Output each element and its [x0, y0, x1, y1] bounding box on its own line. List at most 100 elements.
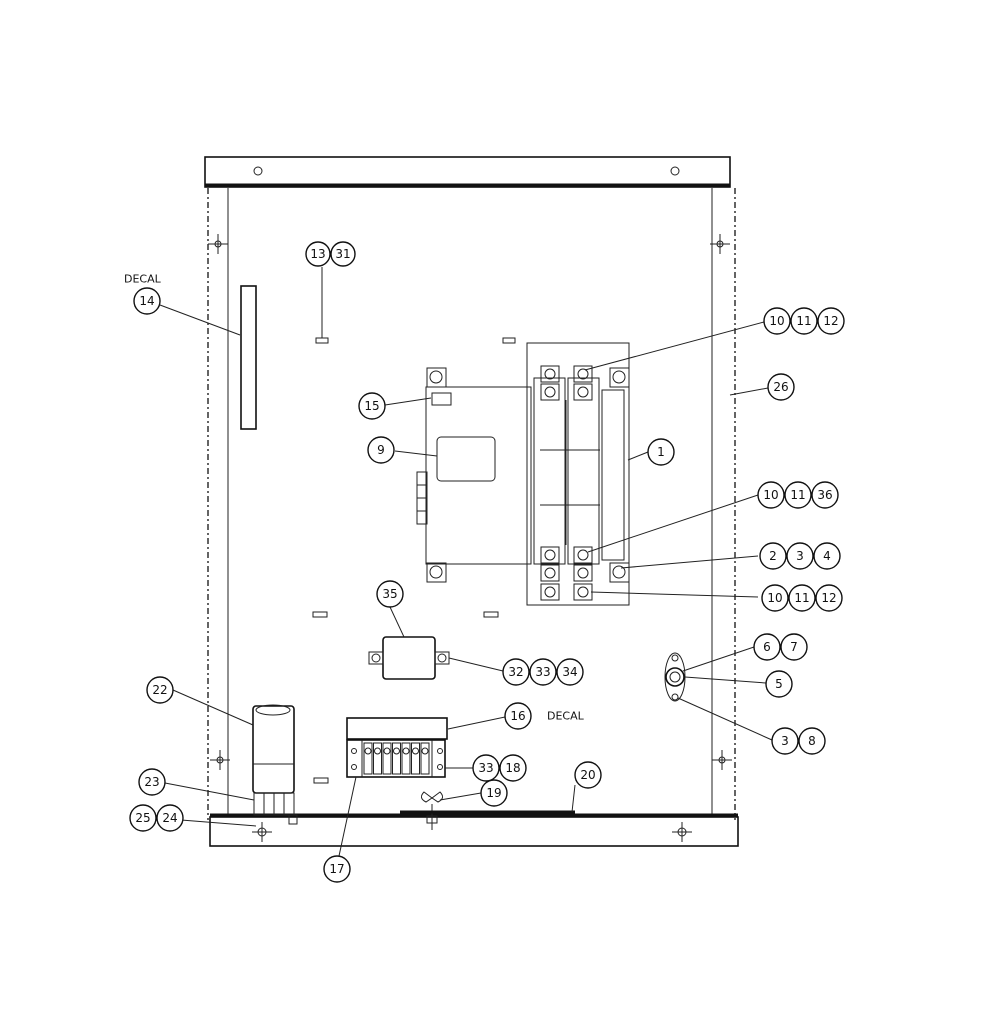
svg-text:3: 3 [781, 734, 789, 748]
callout-12: 12 [815, 584, 843, 612]
callout-2: 2 [759, 542, 787, 570]
svg-text:4: 4 [823, 549, 831, 563]
callout-16: 16 [504, 702, 532, 730]
terminal-screw [383, 747, 391, 755]
svg-text:11: 11 [794, 591, 809, 605]
svg-text:10: 10 [767, 591, 782, 605]
callout-22: 22 [146, 676, 174, 704]
mount-hole-br [712, 750, 732, 770]
callout-25: 25 [129, 804, 157, 832]
callout-33: 33 [472, 754, 500, 782]
callout-18: 18 [499, 754, 527, 782]
ground-lug [664, 652, 686, 702]
svg-text:10: 10 [763, 488, 778, 502]
svg-text:24: 24 [162, 811, 177, 825]
run-capacitor [252, 704, 298, 825]
board-screw-bl [426, 562, 447, 583]
callout-10: 10 [763, 307, 791, 335]
main-panel [207, 188, 736, 820]
svg-text:33: 33 [478, 761, 493, 775]
decal-strip [240, 285, 257, 430]
svg-text:11: 11 [790, 488, 805, 502]
callout-10: 10 [761, 584, 789, 612]
board-module-9 [436, 436, 496, 482]
callout-35: 35 [376, 580, 404, 608]
terminal-screw [402, 747, 410, 755]
svg-text:10: 10 [769, 314, 784, 328]
callout-17: 17 [323, 855, 351, 883]
mount-hole-tl [208, 234, 228, 254]
callout-26: 26 [767, 373, 795, 401]
callout-12: 12 [817, 307, 845, 335]
svg-text:33: 33 [535, 665, 550, 679]
callout-10: 10 [757, 481, 785, 509]
terminal-screw [573, 546, 593, 564]
leader-lines [155, 267, 773, 857]
callout-34: 34 [556, 658, 584, 686]
terminal-screw [540, 365, 560, 383]
svg-text:11: 11 [796, 314, 811, 328]
svg-text:36: 36 [817, 488, 832, 502]
callout-6: 6 [753, 633, 781, 661]
terminal-screw [573, 583, 593, 601]
svg-text:35: 35 [382, 587, 397, 601]
terminal-block [346, 717, 448, 778]
svg-text:25: 25 [135, 811, 150, 825]
terminal-block-position [382, 742, 392, 775]
callout-5: 5 [765, 670, 793, 698]
mount-hole-bottom-right [672, 822, 692, 842]
svg-text:19: 19 [486, 786, 501, 800]
callout-13: 13 [305, 241, 331, 267]
decal-label-16 [346, 717, 448, 740]
svg-text:8: 8 [808, 734, 816, 748]
callout-9: 9 [367, 436, 395, 464]
terminal-block-position [373, 742, 382, 775]
callout-11: 11 [784, 481, 812, 509]
terminal-screw [412, 747, 419, 755]
board-screw-br [609, 562, 630, 583]
board-screw-tr [609, 367, 630, 388]
svg-text:15: 15 [364, 399, 379, 413]
svg-text:1: 1 [657, 445, 665, 459]
callout-8: 8 [798, 727, 826, 755]
svg-text:14: 14 [139, 294, 154, 308]
terminal-screw [540, 383, 560, 401]
svg-text:26: 26 [773, 380, 788, 394]
svg-text:7: 7 [790, 640, 798, 654]
terminal-screw [374, 747, 381, 755]
callout-3: 3 [771, 727, 799, 755]
terminal-screw [573, 564, 593, 582]
callout-23: 23 [138, 768, 166, 796]
board-chip-15 [431, 392, 452, 406]
decal-label-left: DECAL [124, 273, 162, 286]
terminal-screw [540, 564, 560, 582]
callout-33: 33 [529, 658, 557, 686]
terminal-screw [540, 583, 560, 601]
terminal-screw [573, 365, 593, 383]
callout-24: 24 [156, 804, 184, 832]
decal-label-right: DECAL [547, 710, 585, 723]
svg-text:17: 17 [329, 862, 344, 876]
callout-20: 20 [574, 761, 602, 789]
mount-hole-bottom-left [252, 822, 272, 842]
terminal-block-position [363, 742, 373, 775]
svg-text:22: 22 [152, 683, 167, 697]
wing-nut [420, 791, 444, 830]
svg-text:5: 5 [775, 677, 783, 691]
circuit-board [416, 367, 630, 583]
svg-text:31: 31 [335, 247, 350, 261]
terminal-screw [421, 747, 429, 755]
svg-text:20: 20 [580, 768, 595, 782]
top-bracket [204, 156, 731, 188]
callout-19: 19 [480, 779, 508, 807]
terminal-block-position [420, 742, 430, 775]
svg-text:32: 32 [508, 665, 523, 679]
callout-11: 11 [788, 584, 816, 612]
contactor [526, 342, 630, 606]
mount-hole-bl [210, 750, 230, 770]
svg-text:9: 9 [377, 443, 385, 457]
svg-text:12: 12 [823, 314, 838, 328]
callout-31: 31 [330, 241, 356, 267]
callout-14: 14 [133, 287, 161, 315]
